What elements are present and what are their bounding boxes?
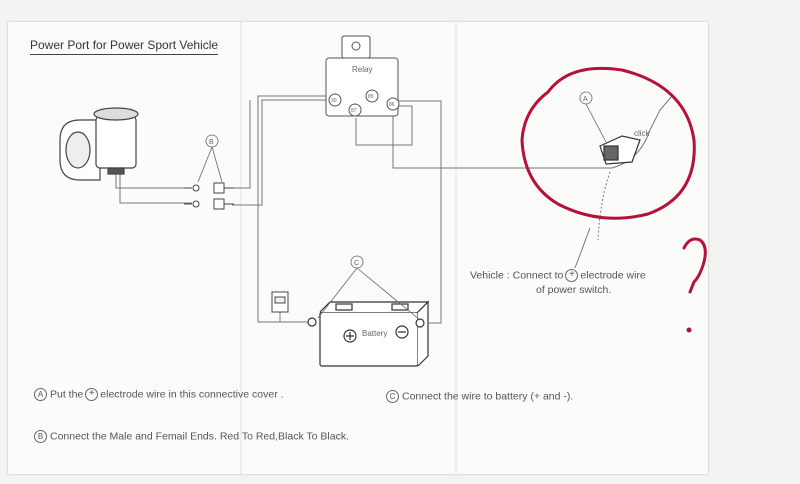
instruction-a-text-end: electrode wire in this connective cover … [100, 388, 284, 401]
connectors [184, 182, 234, 210]
pin-85: 85 [368, 94, 374, 100]
vehicle-note-end: electrode wire [580, 269, 646, 282]
wire [232, 100, 251, 189]
wire [232, 99, 340, 206]
highlight-circle [520, 66, 696, 220]
question-mark-dot [686, 327, 692, 333]
callout-a [579, 91, 607, 143]
pin-30: 30 [331, 98, 337, 104]
click-label: click [634, 129, 651, 138]
callout-b [197, 134, 223, 183]
relay-label: Relay [352, 65, 372, 74]
vehicle-note-start: Vehicle : Connect to [470, 269, 564, 282]
wire [393, 100, 442, 324]
callout-c-letter: C [354, 260, 359, 267]
battery-label: Battery [362, 329, 387, 338]
vehicle-note-line-2: of power switch. [536, 284, 612, 296]
instruction-a-letter: A [34, 388, 47, 401]
plus-symbol-icon: + [85, 388, 99, 401]
page-title: Power Port for Power Sport Vehicle [30, 38, 219, 55]
fuse-holder [271, 291, 289, 313]
wire [115, 170, 192, 189]
instruction-c-text: Connect the wire to battery (+ and -). [402, 390, 574, 403]
callout-c [317, 255, 421, 321]
wire [392, 110, 612, 169]
instruction-b-letter: B [34, 430, 47, 443]
pin-87: 87 [351, 108, 357, 114]
power-port [59, 107, 139, 181]
plus-symbol-icon: + [565, 269, 579, 282]
instruction-c-letter: C [386, 390, 399, 403]
wire [257, 95, 334, 323]
switch-clip [599, 135, 641, 165]
relay [325, 35, 400, 117]
vehicle-note-line-1: Vehicle : Connect to+electrode wire [470, 269, 646, 282]
leader-line [574, 227, 591, 269]
callout-a-letter: A [583, 96, 588, 103]
instruction-a-text-start: Put the [50, 388, 84, 401]
wire [119, 170, 192, 204]
vehicle-wire [611, 95, 673, 169]
vehicle-wire [597, 171, 611, 241]
paper-crease [240, 22, 242, 474]
wire [355, 105, 413, 146]
pin-86: 86 [389, 102, 395, 108]
paper-crease [455, 22, 457, 474]
callout-b-letter: B [209, 139, 214, 146]
question-mark [682, 237, 707, 294]
instruction-b-text: Connect the Male and Femail Ends. Red To… [50, 430, 350, 443]
